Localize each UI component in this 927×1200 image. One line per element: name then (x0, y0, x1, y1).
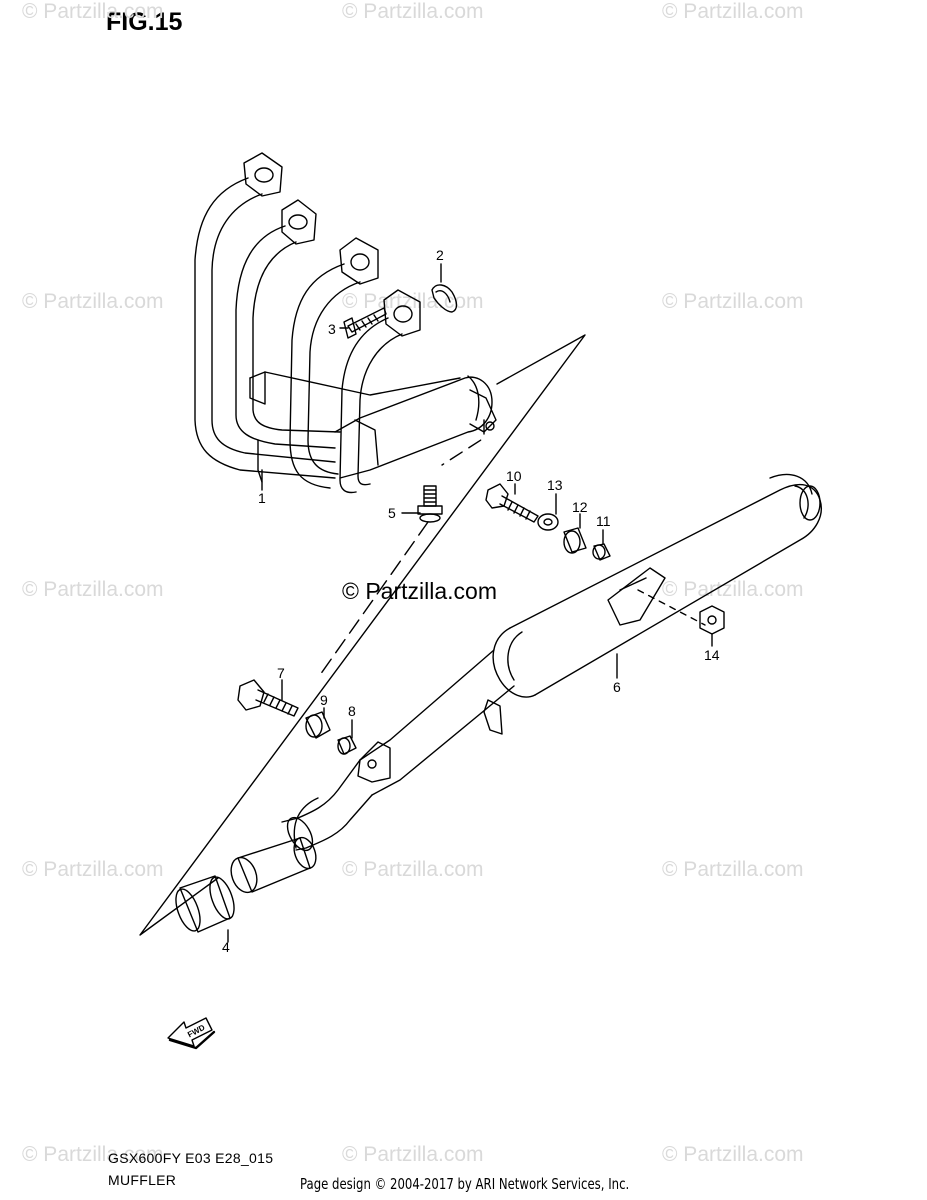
watermark: © Partzilla.com (662, 858, 804, 881)
page-credit: Page design © 2004-2017 by ARI Network S… (300, 1175, 630, 1193)
watermark: © Partzilla.com (662, 1143, 804, 1166)
muffler-part (230, 473, 822, 894)
assembly-guide-line (139, 334, 586, 936)
watermark: © Partzilla.com (662, 290, 804, 313)
callout-3: 3 (328, 321, 336, 337)
callout-6: 6 (613, 679, 621, 695)
sleeve-part (175, 875, 235, 933)
nut-part-14 (699, 605, 725, 635)
callout-14: 14 (704, 647, 720, 663)
collar-part-11 (592, 543, 611, 561)
center-watermark: © Partzilla.com (342, 578, 497, 604)
cushion-part-12 (563, 527, 587, 554)
dash-line-upper (441, 419, 485, 466)
watermark: © Partzilla.com (22, 1143, 164, 1166)
figure-name: MUFFLER (108, 1172, 177, 1188)
collar-part-8 (337, 735, 357, 755)
callout-11: 11 (596, 513, 611, 529)
bolt-part-7 (237, 679, 299, 717)
figure-title: FIG.15 (106, 8, 183, 36)
callout-9: 9 (320, 692, 328, 708)
bolt-part-3 (343, 307, 387, 339)
watermark: © Partzilla.com (22, 290, 164, 313)
callout-13: 13 (547, 477, 563, 493)
bolt-part-10 (485, 483, 539, 523)
watermark: © Partzilla.com (662, 578, 804, 601)
exhaust-header-pipes (194, 152, 497, 494)
gasket-part (431, 284, 458, 313)
watermark: © Partzilla.com (22, 858, 164, 881)
watermark: © Partzilla.com (342, 858, 484, 881)
watermark: © Partzilla.com (342, 1143, 484, 1166)
callout-7: 7 (277, 665, 285, 681)
callout-2: 2 (436, 247, 444, 263)
watermark: © Partzilla.com (22, 578, 164, 601)
cushion-part-9 (305, 711, 331, 739)
watermark: © Partzilla.com (22, 0, 164, 23)
dash-line-lower (319, 521, 429, 676)
bolt-part-5 (417, 485, 443, 523)
figure-code: GSX600FY E03 E28_015 (108, 1150, 274, 1166)
watermark: © Partzilla.com (342, 0, 484, 23)
callout-8: 8 (348, 703, 356, 719)
callout-10: 10 (506, 468, 522, 484)
watermark: © Partzilla.com (662, 0, 804, 23)
dash-line-right (637, 589, 706, 626)
fwd-arrow-icon (167, 1017, 216, 1050)
callout-12: 12 (572, 499, 588, 515)
callout-1: 1 (258, 490, 266, 506)
callout-5: 5 (388, 505, 396, 521)
callout-4: 4 (222, 939, 230, 955)
washer-part-13 (537, 513, 559, 531)
